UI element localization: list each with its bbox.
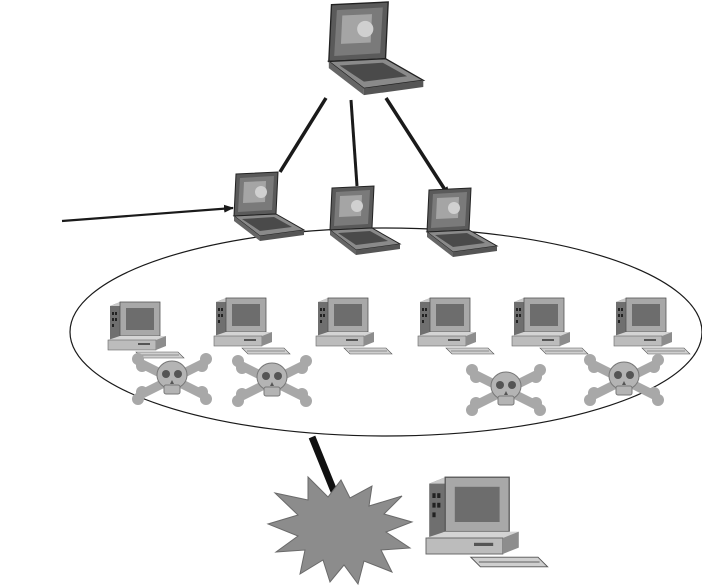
agent-computer-icon [417,297,495,355]
victim-computer-icon [425,476,549,568]
agent-computer-icon [107,301,185,359]
explosion-burst-icon [266,475,414,586]
handler-laptop-icon [329,185,401,256]
skull-crossbones-icon [584,354,664,406]
skull-crossbones-icon [466,364,546,416]
agent-computer-icon [613,297,691,355]
agent-computer-icon [315,297,393,355]
attacker-to-handler-1-link [278,97,328,173]
attacker-laptop-icon [328,1,424,96]
agent-network-boundary [69,227,702,437]
skull-crossbones-icon [132,353,212,405]
attacker-to-handler-2-link [349,99,359,187]
attacker-to-handler-3-link [384,97,451,197]
agent-computer-icon [511,297,589,355]
agent-computer-icon [213,297,291,355]
skull-crossbones-icon [232,355,312,407]
handler-laptop-icon [233,171,305,242]
handler-laptop-icon [426,187,498,258]
incoming-command-arrow [61,204,234,223]
